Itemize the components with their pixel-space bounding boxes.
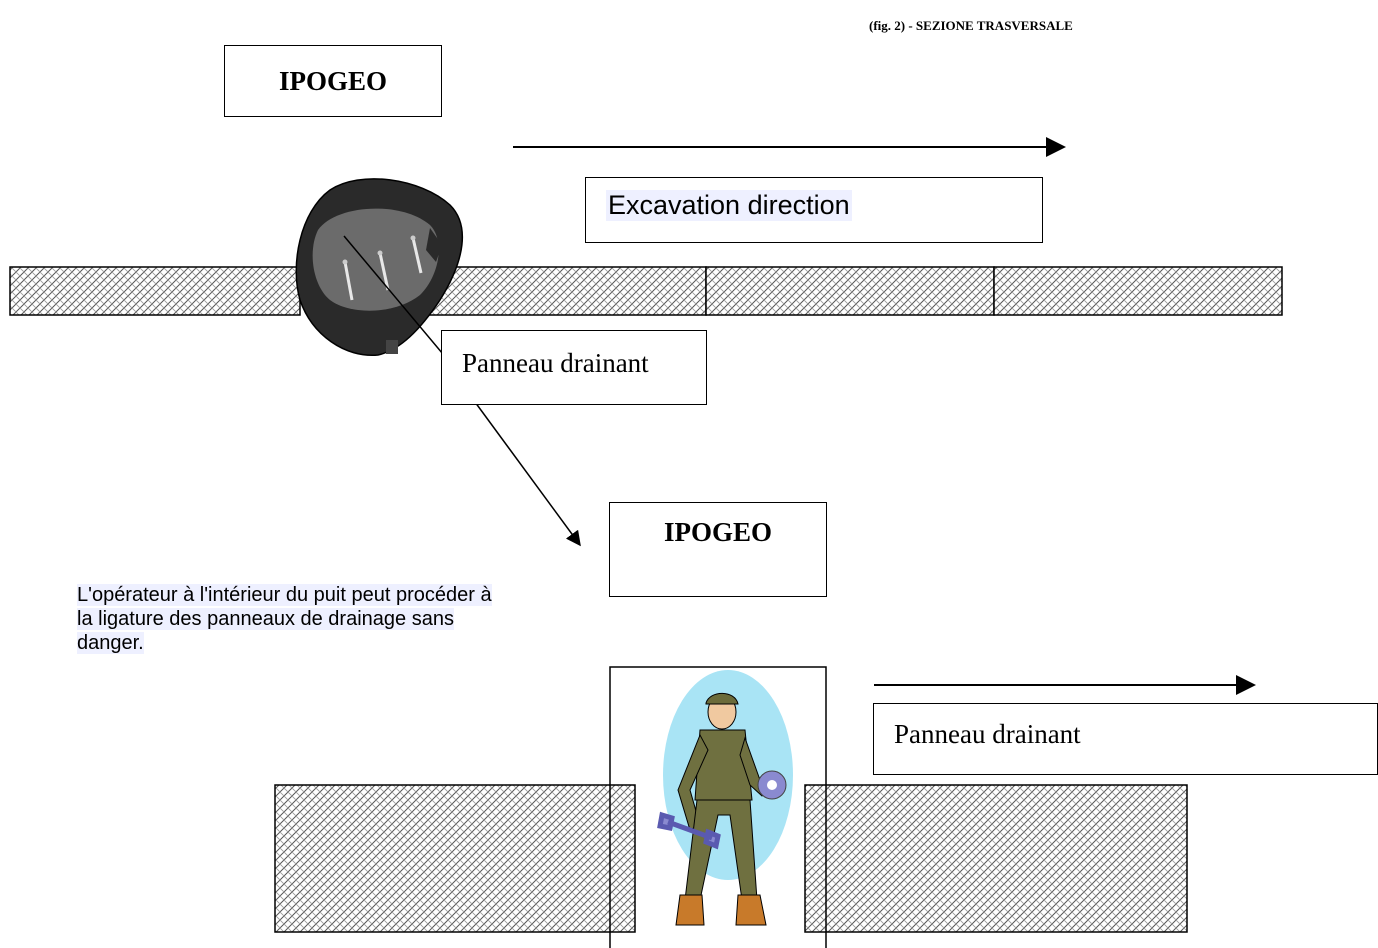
- top-ipogeo-box: IPOGEO: [224, 45, 442, 117]
- shaft-box: [609, 666, 827, 948]
- worker-with-wrench-icon: [657, 670, 793, 926]
- figure-caption: (fig. 2) - SEZIONE TRASVERSALE: [869, 18, 1073, 33]
- operator-note: L'opérateur à l'intérieur du puit peut p…: [77, 583, 507, 655]
- top-slab-segment-2: [705, 266, 995, 316]
- excavation-direction-box: Excavation direction: [585, 177, 1043, 243]
- top-slab-left: [9, 266, 301, 316]
- top-slab-segment-1: [417, 266, 707, 316]
- top-panel-box: Panneau drainant: [441, 330, 707, 405]
- connector-arrow-lower: [474, 401, 581, 547]
- bottom-ipogeo-label: IPOGEO: [663, 517, 772, 547]
- top-slab-segment-3: [993, 266, 1283, 316]
- operator-note-text: L'opérateur à l'intérieur du puit peut p…: [77, 584, 492, 654]
- connector-line-upper: [343, 235, 459, 373]
- bottom-panel-box: Panneau drainant: [873, 703, 1378, 775]
- bottom-slab-left: [274, 784, 636, 933]
- bottom-slab-right: [804, 784, 1188, 933]
- excavation-direction-label: Excavation direction: [606, 190, 852, 221]
- bottom-panel-label: Panneau drainant: [894, 719, 1081, 749]
- top-ipogeo-label: IPOGEO: [278, 65, 387, 96]
- drill-head-icon: [295, 178, 463, 356]
- bottom-ipogeo-box: IPOGEO: [609, 502, 827, 597]
- top-panel-label: Panneau drainant: [462, 348, 649, 378]
